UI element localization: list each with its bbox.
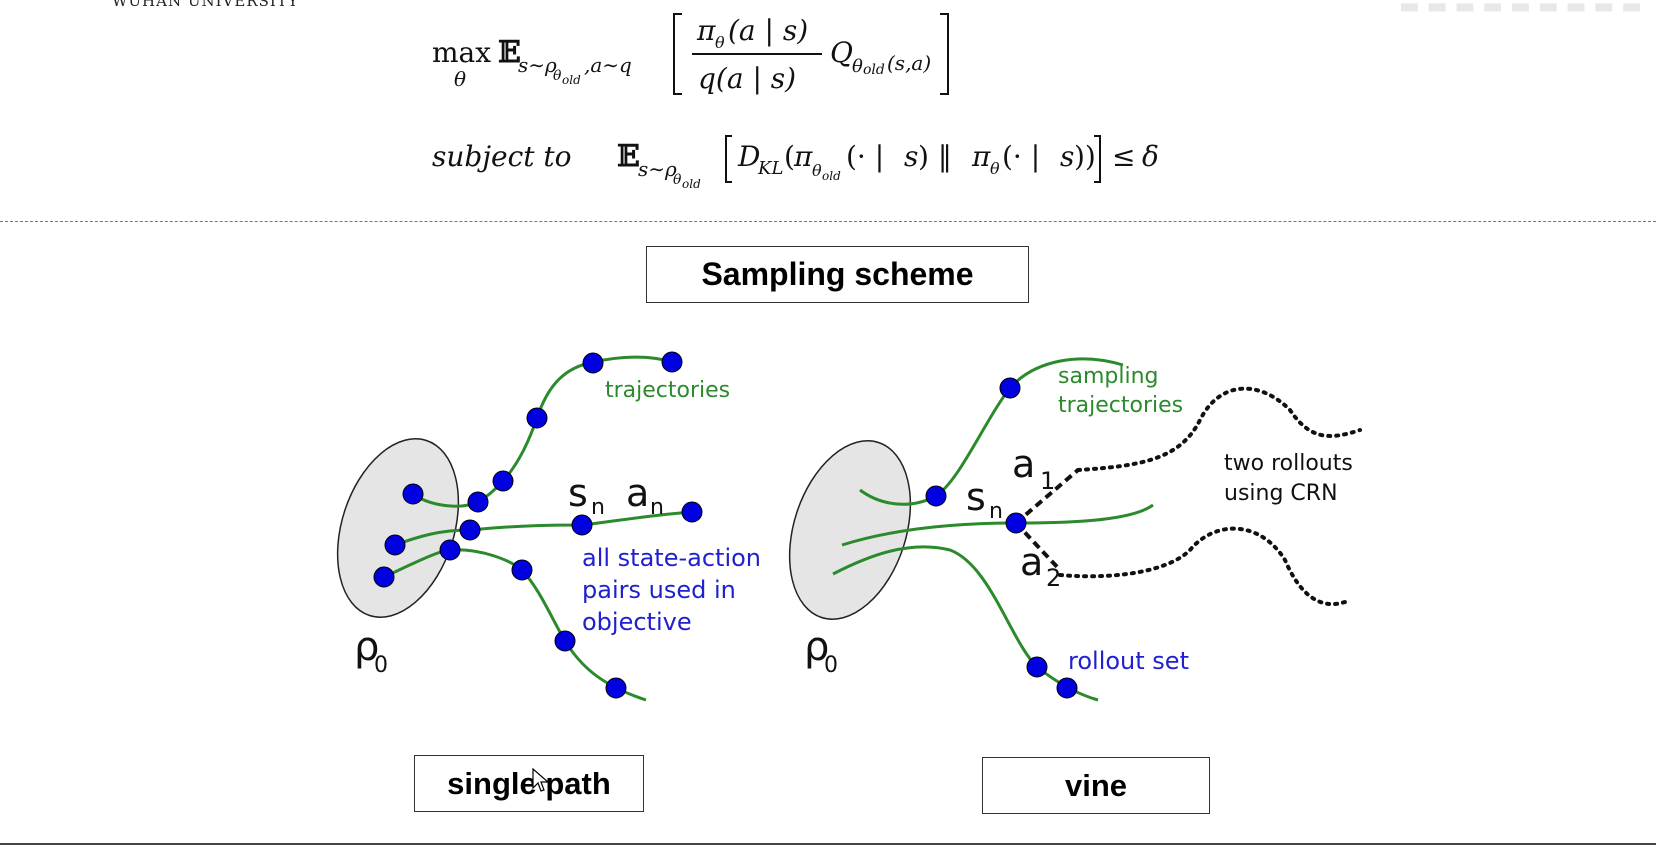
an-label: a [626,471,649,515]
node [511,559,533,581]
svg-text:θ: θ [553,68,562,84]
node-sn [571,514,593,536]
svg-text:) ‖: ) ‖ [918,140,952,173]
svg-text:old: old [863,62,885,78]
node [999,377,1021,399]
node [459,519,481,541]
svg-text:δ: δ [1142,140,1159,173]
a1-label: a [1012,442,1035,486]
constraint-equation: subject to 𝔼 s∼ρ θ old D KL ( π θ old (·… [432,135,1159,191]
svg-text:s∼ρ: s∼ρ [518,53,557,77]
node [373,566,395,588]
svg-text:(: ( [784,140,795,173]
node [526,407,548,429]
rollout-1 [1076,386,1362,472]
svg-text:𝔼: 𝔼 [617,139,640,174]
pairs-note-line-2: pairs used in [582,576,736,604]
single-path-caption: single path [414,755,644,812]
svg-text:θ: θ [852,56,863,77]
svg-text:s: s [1060,140,1074,173]
node [605,677,627,699]
svg-text:θ: θ [715,33,725,52]
node [492,470,514,492]
node [925,485,947,507]
svg-text:(· |: (· | [1002,140,1040,173]
rho-label: ρ [354,624,379,670]
svg-text:θ: θ [812,161,822,180]
svg-text:)): )) [1074,140,1096,173]
sampling-scheme-title: Sampling scheme [646,246,1029,303]
node [554,630,576,652]
sn-label: s [568,471,588,515]
branch-a2 [1014,521,1062,572]
pairs-note-line-1: all state-action [582,544,761,572]
svg-text:old: old [822,169,841,183]
svg-text:q(a | s): q(a | s) [698,62,796,95]
svg-text:θ: θ [673,172,682,188]
svg-text:π: π [696,14,716,47]
an-subscript: n [650,495,664,520]
svg-text:θ: θ [990,159,1000,178]
node-sn [1005,512,1027,534]
branch-a1 [1014,468,1080,525]
rho-subscript: 0 [374,653,388,678]
rollouts-label-line-2: using CRN [1224,481,1338,506]
svg-text:KL: KL [757,158,783,179]
node [402,483,424,505]
a2-label: a [1020,540,1043,584]
vine-rho-subscript: 0 [824,653,838,678]
node [1056,677,1078,699]
max-subscript: θ [454,67,466,91]
svg-text:(a | s): (a | s) [728,14,808,47]
svg-text:(s,a): (s,a) [887,51,931,75]
svg-text:,a∼q: ,a∼q [584,53,632,77]
vine-caption: vine [982,757,1210,814]
objective-equation: max θ 𝔼 s∼ρ θ old ,a∼q π θ (a | s) q(a |… [432,13,949,95]
pairs-note-line-3: objective [582,608,692,636]
svg-text:old: old [562,73,581,87]
single-path-start-distribution [336,438,460,618]
node [384,534,406,556]
subject-to-label: subject to [432,140,572,173]
mouse-cursor-icon [532,768,550,792]
svg-text:Q: Q [830,36,853,69]
rollouts-label-line-1: two rollouts [1224,451,1353,476]
university-name: WUHAN UNIVERSITY [112,0,299,10]
node [582,352,604,374]
a1-subscript: 1 [1040,467,1055,495]
svg-text:D: D [737,140,760,173]
trajectories-label: trajectories [605,378,730,403]
rollout-set-label: rollout set [1068,647,1189,675]
svg-text:s∼ρ: s∼ρ [638,157,677,181]
node [1026,656,1048,678]
trajectory-middle [394,510,693,547]
vine-rho-label: ρ [804,624,829,670]
vine-sn-subscript: n [989,499,1003,524]
svg-text:𝔼: 𝔼 [498,35,521,70]
sampling-label-line-1: sampling [1058,364,1158,389]
vine-trajectory-upper [859,357,1124,506]
section-divider [0,221,1656,222]
sn-subscript: n [591,495,605,520]
node [439,539,461,561]
svg-text:≤: ≤ [1112,140,1135,173]
svg-text:(· |: (· | [846,140,884,173]
bottom-border [0,843,1656,845]
max-operator: max [432,36,491,69]
node-an [681,501,703,523]
svg-text:s: s [904,140,918,173]
watermark: ▬ ▬ ▬ ▬ ▬ ▬ ▬ ▬ ▬ [1398,0,1642,19]
rollout-2 [1058,526,1347,607]
svg-text:old: old [682,177,701,191]
node [661,351,683,373]
vine-sn-label: s [966,475,986,519]
node [467,491,489,513]
a2-subscript: 2 [1046,564,1061,592]
sampling-label-line-2: trajectories [1058,393,1183,418]
svg-text:π: π [793,140,813,173]
svg-text:π: π [971,140,991,173]
